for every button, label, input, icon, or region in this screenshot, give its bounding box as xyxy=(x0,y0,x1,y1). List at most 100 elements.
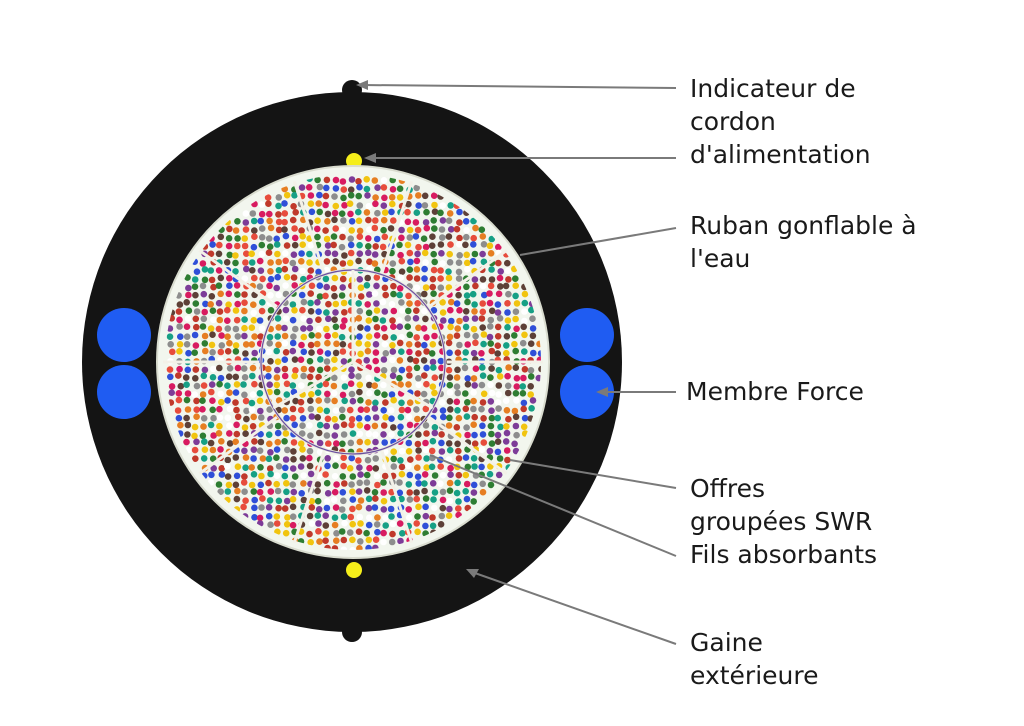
fiber-dot xyxy=(242,350,249,357)
fiber-dot xyxy=(300,365,308,373)
fiber-dot xyxy=(371,224,379,232)
fiber-dot xyxy=(415,480,423,487)
fiber-dot xyxy=(496,455,504,462)
fiber-dot xyxy=(314,340,321,348)
fiber-dot xyxy=(363,479,371,486)
fiber-dot xyxy=(331,216,338,224)
fiber-dot xyxy=(382,414,389,421)
fiber-dot xyxy=(199,323,207,330)
fiber-dot xyxy=(503,349,510,357)
fiber-dot xyxy=(463,495,471,503)
fiber-dot xyxy=(365,333,373,340)
fiber-dot xyxy=(521,308,528,315)
fiber-dot xyxy=(257,217,265,225)
fiber-dot xyxy=(421,487,428,495)
fiber-dot xyxy=(346,529,354,536)
fiber-dot xyxy=(439,488,447,496)
fiber-dot xyxy=(307,341,315,349)
fiber-dot xyxy=(256,283,264,290)
fiber-dot xyxy=(233,316,241,324)
fiber-dot xyxy=(232,454,240,461)
fiber-dot xyxy=(282,349,290,356)
fiber-dot xyxy=(447,306,454,314)
fiber-dot xyxy=(512,315,519,323)
fiber-dot xyxy=(396,241,403,249)
fiber-dot xyxy=(415,503,422,511)
fiber-dot xyxy=(404,241,412,249)
fiber-dot xyxy=(338,406,346,414)
fiber-dot xyxy=(413,257,421,265)
fiber-dot xyxy=(275,226,283,234)
fiber-dot xyxy=(340,374,348,381)
fiber-dot xyxy=(487,340,495,347)
fiber-dot xyxy=(208,293,216,300)
fiber-dot xyxy=(300,472,307,479)
fiber-dot xyxy=(256,447,264,455)
fiber-dot xyxy=(224,325,232,332)
fiber-dot xyxy=(527,367,535,374)
fiber-dot xyxy=(250,309,257,317)
fiber-dot xyxy=(504,317,512,324)
fiber-dot xyxy=(371,405,379,412)
leader-line-bundled xyxy=(509,459,677,489)
fiber-dot xyxy=(332,176,340,184)
fiber-dot xyxy=(242,210,250,217)
fiber-dot xyxy=(331,374,338,382)
arrowhead-power-cord xyxy=(364,153,376,163)
fiber-dot xyxy=(273,235,281,243)
fiber-dot xyxy=(242,454,250,461)
label-water-swellable-tape: Ruban gonflable à l'eau xyxy=(690,209,917,275)
outer-bundle-divider xyxy=(380,450,414,544)
fiber-dot xyxy=(388,513,395,520)
fiber-dot xyxy=(388,415,395,423)
fiber-dot xyxy=(414,473,422,481)
strength-member-left-bottom xyxy=(97,365,151,419)
fiber-dot xyxy=(512,308,520,316)
fiber-dot xyxy=(314,233,321,241)
fiber-dot xyxy=(357,471,364,478)
fiber-dot xyxy=(281,218,288,226)
fiber-dot xyxy=(234,333,242,340)
fiber-dot xyxy=(381,391,388,399)
fiber-dot xyxy=(365,235,372,242)
fiber-dot xyxy=(307,539,315,546)
fiber-dot xyxy=(440,413,447,421)
fiber-dot xyxy=(168,389,175,397)
fiber-dot xyxy=(216,316,224,324)
fiber-dot xyxy=(210,283,217,291)
fiber-dot xyxy=(398,348,405,356)
fiber-dot xyxy=(454,440,461,448)
fiber-dot xyxy=(431,472,439,479)
fiber-dot xyxy=(323,283,331,291)
fiber-dot xyxy=(365,317,373,324)
fiber-dot xyxy=(251,233,258,240)
fiber-dot xyxy=(299,233,307,240)
fiber-dot xyxy=(487,250,495,257)
fiber-dot xyxy=(387,225,395,232)
fiber-dot xyxy=(341,397,349,405)
fiber-dot xyxy=(405,481,413,488)
fiber-dot xyxy=(430,290,437,298)
fiber-dot xyxy=(469,257,477,265)
fiber-dot xyxy=(398,470,406,478)
fiber-dot xyxy=(504,389,512,397)
fiber-dot xyxy=(374,481,381,489)
fiber-dot xyxy=(486,290,493,297)
fiber-dot xyxy=(356,233,364,240)
fiber-dot xyxy=(299,267,306,275)
fiber-dot xyxy=(406,348,413,356)
fiber-dot xyxy=(504,259,511,267)
fiber-dot xyxy=(177,333,184,341)
fiber-dot xyxy=(316,282,324,290)
fiber-dot xyxy=(397,251,404,259)
fiber-dot xyxy=(339,275,347,283)
fiber-dot xyxy=(356,381,364,389)
fiber-dot xyxy=(388,391,396,398)
arrowhead-top-indicator xyxy=(356,80,368,90)
fiber-dot xyxy=(521,299,529,307)
fiber-dot xyxy=(390,396,398,404)
fiber-dot xyxy=(324,249,332,257)
fiber-dot xyxy=(371,489,379,496)
fiber-dot xyxy=(307,308,315,315)
fiber-dot xyxy=(324,218,331,225)
